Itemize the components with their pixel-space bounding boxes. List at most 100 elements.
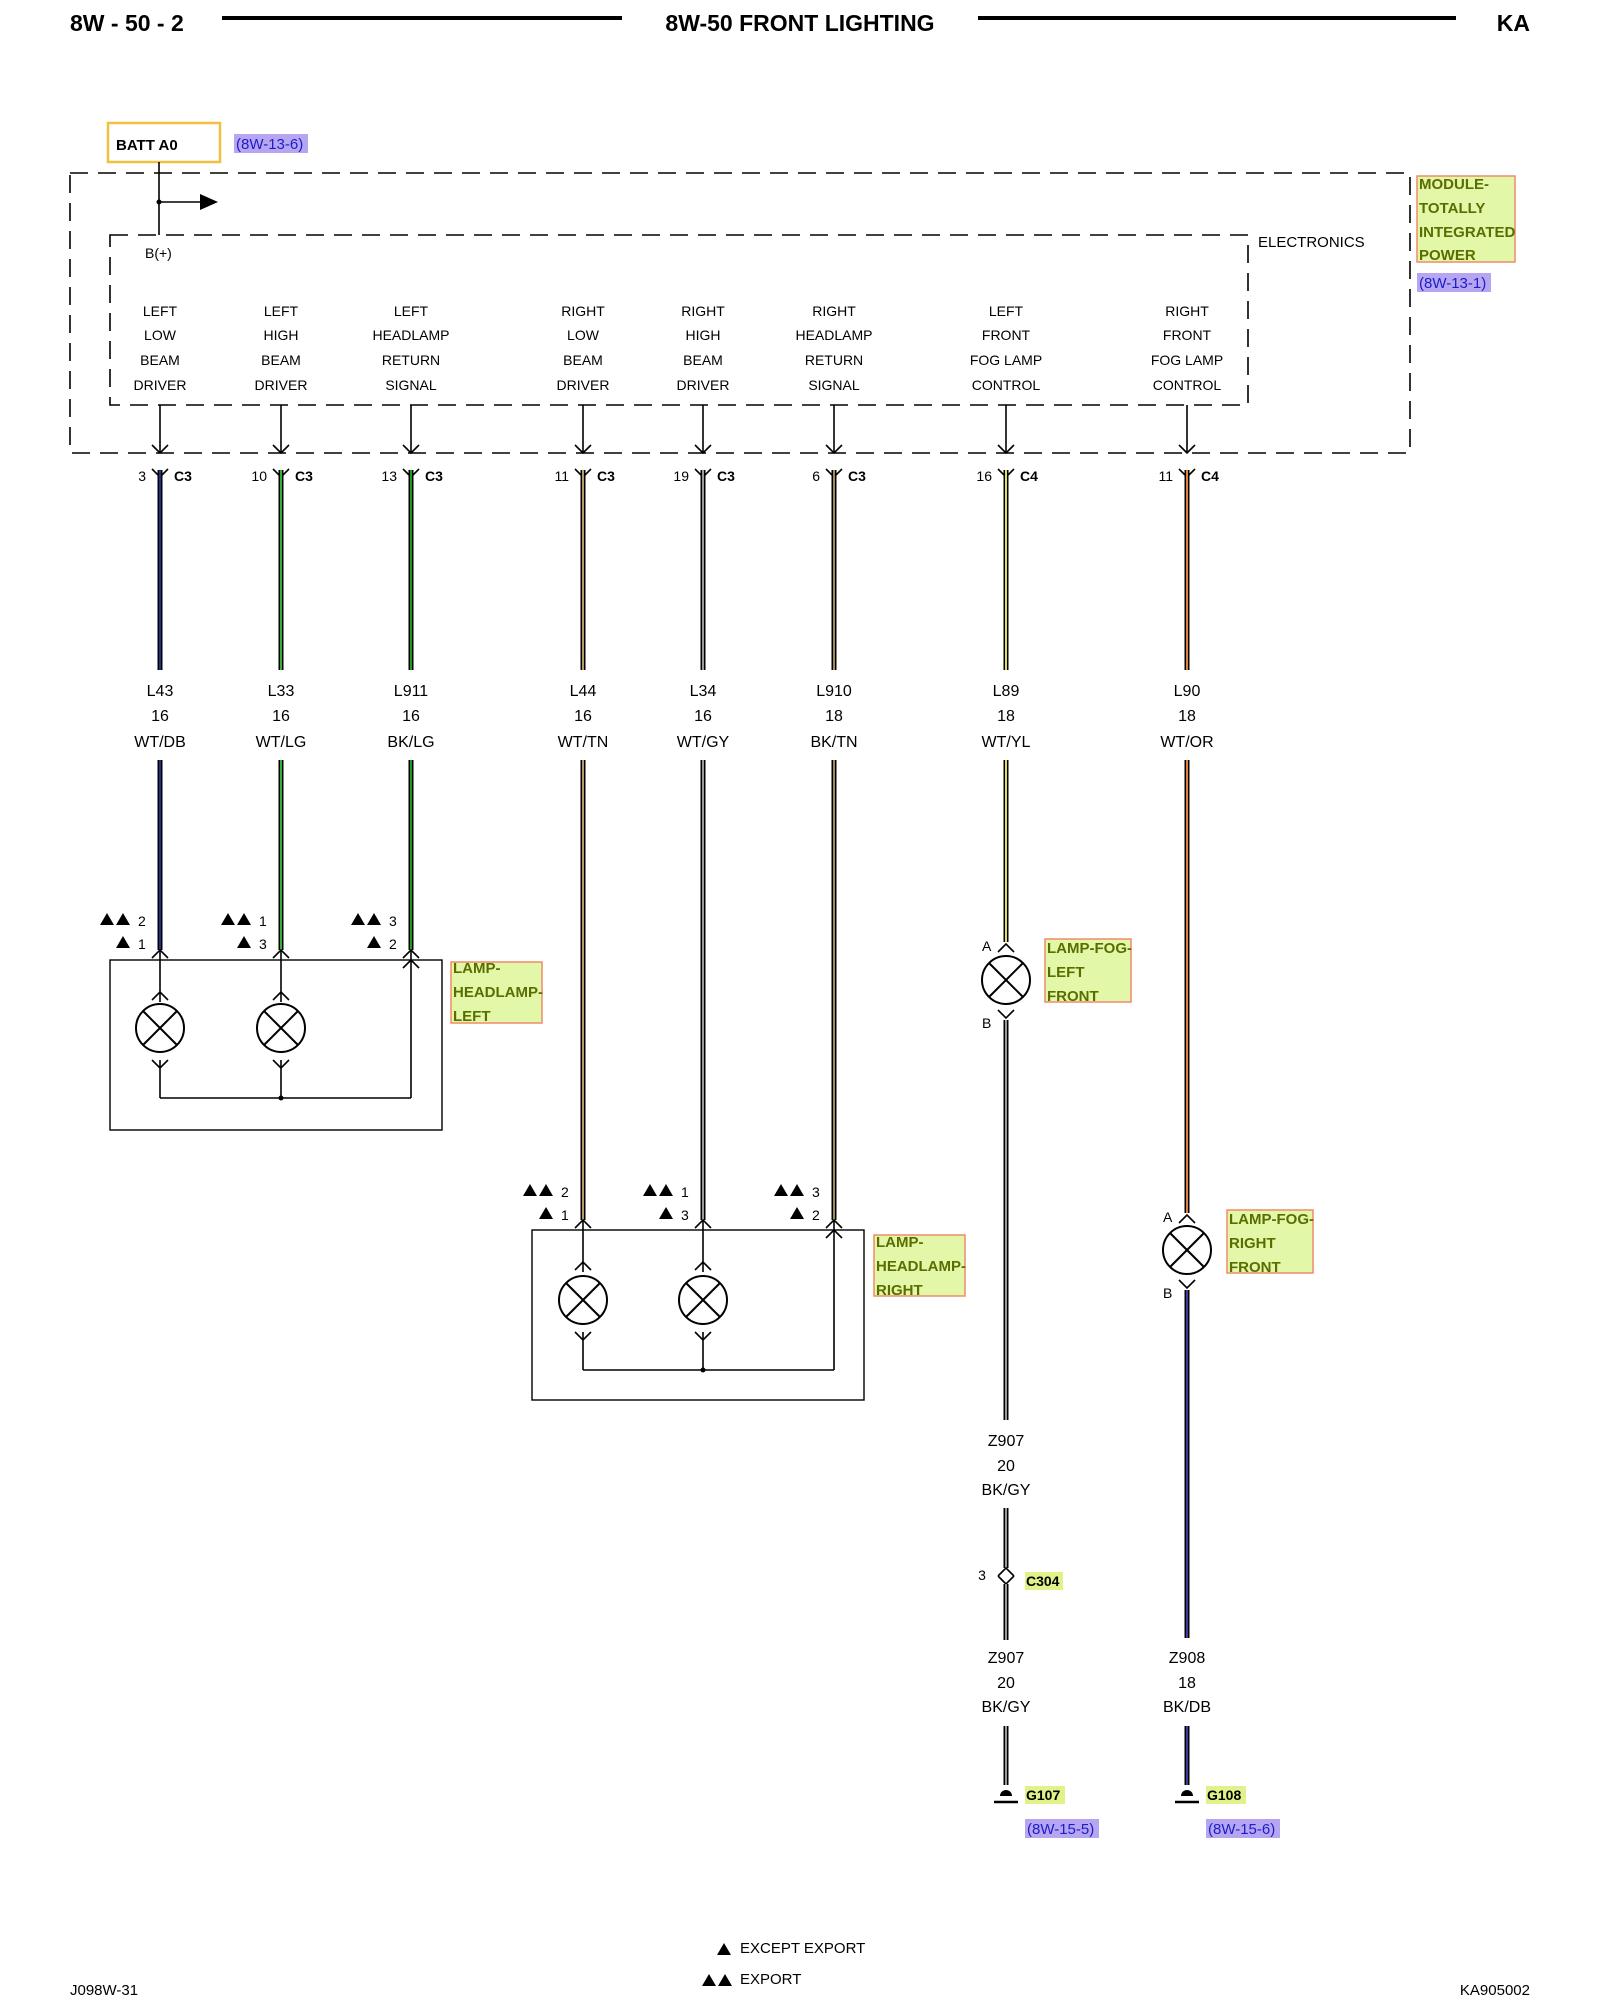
fog-right-name-1: LAMP-FOG- — [1229, 1211, 1314, 1228]
g108-ref-link[interactable]: (8W-15-6) — [1208, 1821, 1275, 1838]
pin-domestic-number: 1 — [138, 936, 146, 952]
fog-right-name-3: FRONT — [1229, 1259, 1281, 1276]
circuit-function-line: BEAM — [140, 352, 180, 368]
lamp-icon — [678, 1275, 728, 1325]
legend-single-triangle-icon — [717, 1943, 731, 1955]
ground-g108-icon — [1175, 1790, 1199, 1804]
wire-color-code: BK/TN — [810, 734, 857, 751]
batt-branch-arrow — [200, 194, 218, 210]
circuit-function-line: DRIVER — [557, 377, 610, 393]
g107-ref-link[interactable]: (8W-15-5) — [1027, 1821, 1094, 1838]
circuit-function-line: SIGNAL — [385, 377, 437, 393]
pin-export-number: 2 — [561, 1184, 569, 1200]
connector-id: C3 — [174, 468, 192, 484]
pin-export-number: 3 — [389, 913, 397, 929]
headlamp-left-name-1: LAMP- — [453, 960, 501, 977]
headlamp-right-lamps — [558, 1220, 843, 1373]
wire-color-code: WT/LG — [256, 734, 307, 751]
headlamp-right-name-1: LAMP- — [876, 1234, 924, 1251]
connector-cavity: 19 — [673, 468, 689, 484]
lamp-icon — [256, 1003, 306, 1053]
wire-id: L44 — [570, 683, 597, 700]
wire-id: L910 — [816, 683, 852, 700]
fog-right-pin-a: A — [1163, 1209, 1173, 1225]
lamp-pin-marker: 32 — [351, 913, 397, 952]
pin-domestic-number: 2 — [389, 936, 397, 952]
wire-gauge: 16 — [272, 708, 290, 725]
circuit-function-line: DRIVER — [134, 377, 187, 393]
g108-label[interactable]: G108 — [1207, 1787, 1241, 1803]
legend-double-triangle-icon — [702, 1974, 732, 1986]
wire-id: L33 — [268, 683, 295, 700]
connector-id: C3 — [848, 468, 866, 484]
circuit-function-line: FOG LAMP — [1151, 352, 1223, 368]
circuit-function-line: LEFT — [989, 303, 1024, 319]
z907-lower-color: BK/GY — [982, 1699, 1031, 1716]
circuit-function-line: HEADLAMP — [795, 327, 872, 343]
circuit-function-line: HEADLAMP — [372, 327, 449, 343]
connector-id: C4 — [1020, 468, 1038, 484]
connector-id: C3 — [717, 468, 735, 484]
wire-gauge: 16 — [694, 708, 712, 725]
wire-id: L911 — [394, 683, 429, 700]
fog-right-lamp — [1162, 1214, 1212, 1289]
batt-box — [106, 121, 222, 164]
connector-cavity: 11 — [1158, 468, 1173, 484]
wire-color-code: WT/TN — [558, 734, 609, 751]
headlamp-right-name-2: HEADLAMP- — [876, 1258, 966, 1275]
pin-export-number: 1 — [681, 1184, 689, 1200]
page-code: 8W - 50 - 2 — [70, 10, 184, 36]
lamp-pin-marker: 13 — [221, 913, 267, 952]
circuit-function-line: HIGH — [686, 327, 721, 343]
c304-label[interactable]: C304 — [1026, 1573, 1060, 1589]
z907-upper-wire: Z907 — [988, 1433, 1025, 1450]
legend-except-export: EXCEPT EXPORT — [740, 1940, 865, 1957]
pin-domestic-number: 3 — [259, 936, 267, 952]
c304-cavity: 3 — [978, 1567, 986, 1583]
z907-upper-gauge: 20 — [997, 1458, 1015, 1475]
module-ref-highlight — [1417, 273, 1491, 292]
batt-ref-highlight — [234, 134, 308, 153]
g107-label[interactable]: G107 — [1026, 1787, 1060, 1803]
wire-id: L43 — [147, 683, 174, 700]
connector-id: C3 — [425, 468, 443, 484]
module-name-line-4: POWER — [1419, 247, 1476, 264]
bplus-label: B(+) — [145, 245, 172, 261]
headlamp-right-name-box — [873, 1234, 966, 1297]
wire-id: L89 — [993, 683, 1020, 700]
circuit-function-line: FRONT — [1163, 327, 1212, 343]
circuit-function-line: DRIVER — [255, 377, 308, 393]
lamp-pin-marker: 13 — [643, 1184, 689, 1223]
electronics-label: ELECTRONICS — [1258, 234, 1365, 251]
c304-highlight — [1025, 1572, 1063, 1590]
wire-gauge: 16 — [574, 708, 592, 725]
batt-ref-link[interactable]: (8W-13-6) — [236, 136, 303, 153]
module-name-box — [1416, 175, 1516, 263]
circuit-function-line: CONTROL — [972, 377, 1041, 393]
connector-cavity: 16 — [976, 468, 992, 484]
g108-highlight — [1206, 1786, 1246, 1804]
circuit-function-line: RETURN — [805, 352, 863, 368]
headlamp-right-box — [531, 1229, 865, 1401]
lamp-icon — [135, 1003, 185, 1053]
connector-cavity: 11 — [554, 468, 569, 484]
circuit-function-line: DRIVER — [677, 377, 730, 393]
g107-ref-highlight — [1025, 1819, 1099, 1838]
circuit-function-line: BEAM — [563, 352, 603, 368]
module-ref-link[interactable]: (8W-13-1) — [1419, 275, 1486, 292]
circuit-function-line: RIGHT — [1165, 303, 1209, 319]
footer-right-code: KA905002 — [1460, 1982, 1530, 1999]
circuit-function-line: RETURN — [382, 352, 440, 368]
headlamp-left-name-3: LEFT — [453, 1008, 491, 1025]
circuit-function-line: BEAM — [261, 352, 301, 368]
batt-label: BATT A0 — [116, 137, 178, 154]
z907-lower-wire: Z907 — [988, 1650, 1025, 1667]
